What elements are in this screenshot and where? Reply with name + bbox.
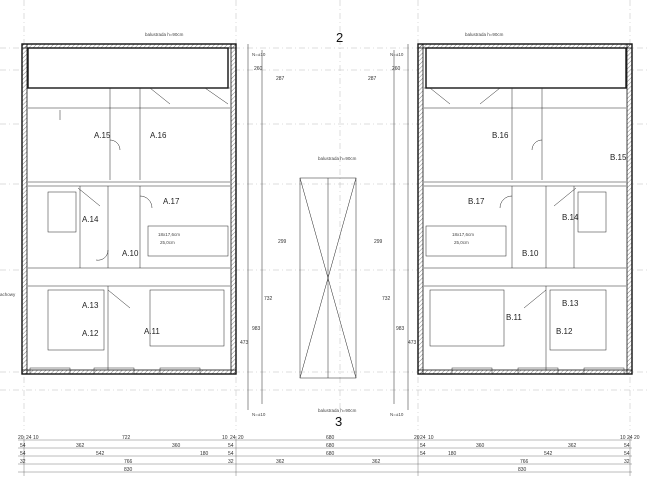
dim-bottom: 362 xyxy=(76,443,85,449)
dim-473: 473 xyxy=(240,340,249,346)
dim-bottom: 24 xyxy=(26,435,32,441)
room-label: B.12 xyxy=(556,327,573,336)
dim-bottom: 180 xyxy=(448,451,457,457)
room-label: A.13 xyxy=(82,301,99,310)
railing-note-right: balustrada h=90cm xyxy=(465,32,504,37)
dim-bottom: 10 xyxy=(620,435,626,441)
room-label: A.11 xyxy=(144,327,160,336)
room-label: A.14 xyxy=(82,215,99,224)
dim-bottom: 680 xyxy=(326,435,335,441)
railing-note-left: balustrada h=90cm xyxy=(145,32,184,37)
level-mark: N=±10 xyxy=(390,412,404,417)
room-labels-right: B.16 B.15 B.17 B.14 B.10 B.13 B.12 B.11 xyxy=(468,131,627,336)
stair-note-right-1: 18x17,6cm xyxy=(452,232,474,237)
dim-bottom: 830 xyxy=(124,467,133,473)
dim-bottom: 10 xyxy=(33,435,39,441)
dim-bottom: 54 xyxy=(624,451,630,457)
dim-bottom: 722 xyxy=(122,435,131,441)
dim-bottom: 24 xyxy=(230,435,236,441)
room-label: B.10 xyxy=(522,249,539,258)
railing-note-center: balustrada h=90cm xyxy=(318,156,357,161)
room-label: B.16 xyxy=(492,131,509,140)
dim-bottom: 680 xyxy=(326,451,335,457)
dim-bottom: 20 xyxy=(634,435,640,441)
railing-note-bottom: balustrada h=90cm xyxy=(318,408,357,413)
dim-bottom: 32 xyxy=(20,459,26,465)
room-label: A.10 xyxy=(122,249,139,258)
dim-bottom: 830 xyxy=(518,467,527,473)
dim-bottom: 542 xyxy=(544,451,553,457)
dim-bottom: 54 xyxy=(624,443,630,449)
dim-bottom: 20 xyxy=(414,435,420,441)
axis-label-top: 2 xyxy=(336,30,343,45)
room-label: B.14 xyxy=(562,213,579,222)
dim-299-right: 299 xyxy=(374,239,383,245)
dim-bottom: 362 xyxy=(276,459,285,465)
room-labels-left: A.15 A.16 A.17 A.14 A.10 A.13 A.12 A.11 xyxy=(82,131,180,338)
level-mark: N=±10 xyxy=(390,52,404,57)
unit-right xyxy=(417,43,633,375)
dim-983-right: 983 xyxy=(396,326,405,332)
side-label-left: achowy xyxy=(0,292,16,297)
dim-bottom: 360 xyxy=(172,443,181,449)
dim-bottom: 24 xyxy=(420,435,426,441)
dim-287: 287 xyxy=(276,76,285,82)
dim-bottom: 20 xyxy=(238,435,244,441)
dim-bottom: 24 xyxy=(627,435,633,441)
stair-note-left-1: 18x17,6cm xyxy=(158,232,180,237)
center-corridor xyxy=(247,44,409,410)
dim-bottom: 766 xyxy=(124,459,133,465)
room-label: A.15 xyxy=(94,131,111,140)
room-label: B.15 xyxy=(610,153,627,162)
dim-bottom: 54 xyxy=(228,443,234,449)
dim-983: 983 xyxy=(252,326,261,332)
level-mark: N=±10 xyxy=(252,412,266,417)
dim-732-right: 732 xyxy=(382,296,391,302)
axis-label-bottom: 3 xyxy=(335,414,342,429)
dim-260: 260 xyxy=(254,66,263,72)
dim-287-right: 287 xyxy=(368,76,377,82)
dim-bottom: 542 xyxy=(96,451,105,457)
unit-left xyxy=(21,43,237,375)
dim-bottom: 362 xyxy=(372,459,381,465)
stair-note-right-2: 25,0cm xyxy=(454,240,469,245)
dim-bottom: 766 xyxy=(520,459,529,465)
dim-299: 299 xyxy=(278,239,287,245)
dim-bottom: 54 xyxy=(20,451,26,457)
dim-bottom: 54 xyxy=(420,443,426,449)
dim-bottom: 362 xyxy=(568,443,577,449)
dim-473-right: 473 xyxy=(408,340,417,346)
dim-732: 732 xyxy=(264,296,273,302)
dim-bottom: 54 xyxy=(20,443,26,449)
dim-bottom: 10 xyxy=(222,435,228,441)
dim-bottom: 20 xyxy=(18,435,24,441)
dim-bottom: 54 xyxy=(420,451,426,457)
stair-note-left-2: 25,0cm xyxy=(160,240,175,245)
room-label: A.16 xyxy=(150,131,167,140)
dim-bottom: 32 xyxy=(624,459,630,465)
room-label: B.17 xyxy=(468,197,485,206)
room-label: A.17 xyxy=(163,197,180,206)
dim-bottom: 680 xyxy=(326,443,335,449)
room-label: B.11 xyxy=(506,313,522,322)
dim-bottom: 360 xyxy=(476,443,485,449)
level-mark: N=±10 xyxy=(252,52,266,57)
dim-260-right: 260 xyxy=(392,66,401,72)
dim-bottom: 10 xyxy=(428,435,434,441)
room-label: B.13 xyxy=(562,299,579,308)
room-label: A.12 xyxy=(82,329,99,338)
dim-bottom: 54 xyxy=(228,451,234,457)
bottom-dimensions xyxy=(18,436,632,476)
dim-bottom: 180 xyxy=(200,451,209,457)
dim-bottom: 32 xyxy=(228,459,234,465)
